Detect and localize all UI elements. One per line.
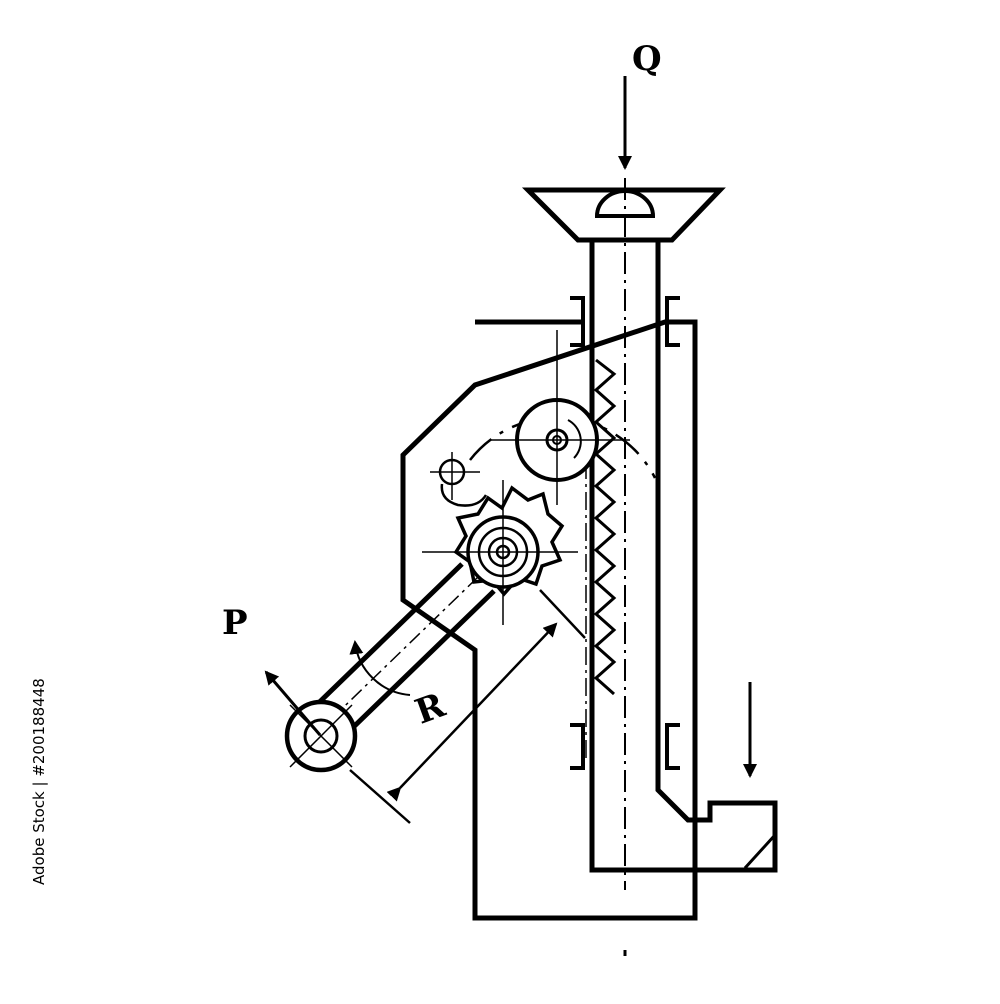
- stock-watermark: Adobe Stock | #200188448: [4, 678, 48, 885]
- rack-bar-foot: [743, 833, 777, 870]
- watermark-text: Adobe Stock | #200188448: [30, 678, 48, 885]
- ratchet-wheel: [422, 480, 586, 639]
- ratchet-pawl: [430, 452, 488, 507]
- saddle-cup: [594, 189, 656, 218]
- upper-gear: [490, 330, 630, 505]
- rotation-arrow: [349, 640, 411, 696]
- rack-guides: [570, 296, 680, 770]
- label-load: Q: [632, 39, 662, 79]
- label-effort: P: [222, 603, 248, 643]
- effort-arrow: [264, 670, 322, 736]
- rack-bar: [589, 240, 778, 873]
- handle-arm: [284, 562, 496, 773]
- centre-lines: [585, 178, 627, 956]
- rack-teeth: [593, 358, 617, 696]
- arm-dimension: [349, 622, 558, 824]
